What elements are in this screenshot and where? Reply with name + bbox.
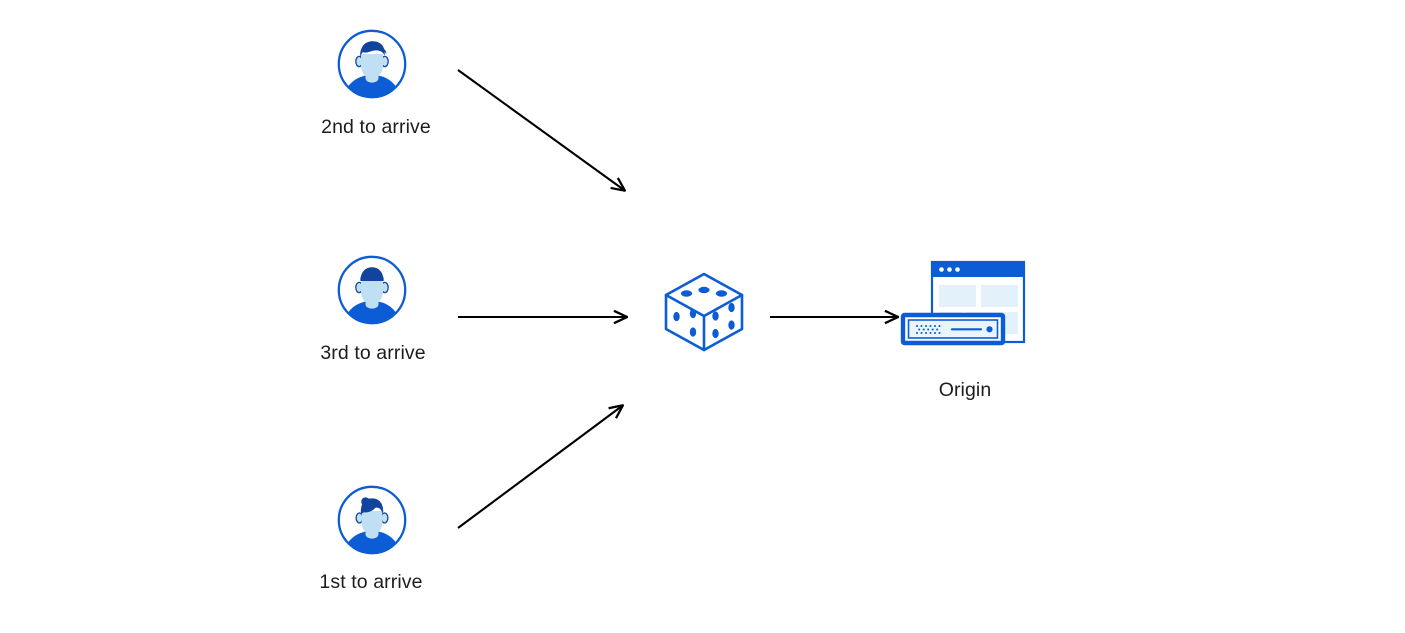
router-device-icon bbox=[900, 312, 1006, 346]
user-avatar-icon bbox=[337, 255, 407, 325]
client-label-3rd: 3rd to arrive bbox=[320, 342, 426, 364]
user-avatar-icon bbox=[337, 29, 407, 99]
arrow-1st-to-randomizer bbox=[457, 406, 622, 529]
client-label-2nd: 2nd to arrive bbox=[321, 116, 431, 138]
origin-node bbox=[900, 258, 1028, 358]
randomizer-node bbox=[658, 266, 750, 358]
origin-server-icon bbox=[900, 260, 1026, 346]
dice-icon bbox=[664, 272, 744, 352]
client-node-3rd bbox=[336, 254, 408, 326]
client-node-1st bbox=[336, 484, 408, 556]
client-node-2nd bbox=[336, 28, 408, 100]
user-avatar-icon bbox=[337, 485, 407, 555]
origin-label: Origin bbox=[938, 379, 992, 401]
client-label-1st: 1st to arrive bbox=[319, 571, 423, 593]
